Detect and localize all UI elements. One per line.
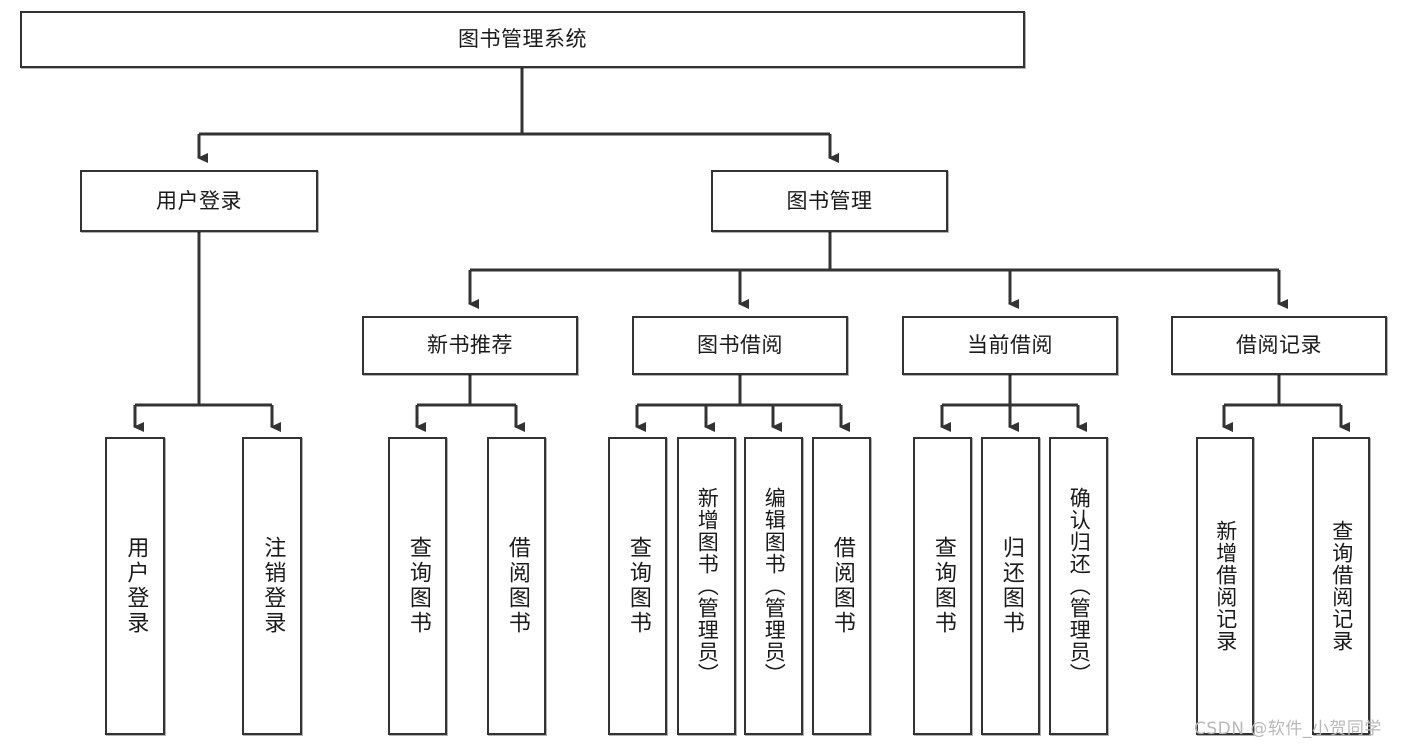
node-book-management[interactable]: 图书管理: [711, 170, 948, 232]
node-current-borrow[interactable]: 当前借阅: [902, 316, 1118, 375]
node-label: 编辑图书（管理员）: [762, 487, 787, 685]
leaf-new-book-borrow[interactable]: 借阅图书: [487, 437, 546, 735]
leaf-book-borrow-add-admin[interactable]: 新增图书（管理员）: [677, 437, 736, 735]
node-label: 当前借阅: [967, 333, 1053, 358]
node-label: 查询图书: [625, 536, 651, 636]
leaf-user-login-logout[interactable]: 注销登录: [242, 437, 302, 735]
node-label: 新书推荐: [427, 333, 513, 358]
leaf-book-borrow-query[interactable]: 查询图书: [608, 437, 667, 735]
node-label: 查询借阅记录: [1329, 520, 1354, 652]
node-label: 注销登录: [260, 536, 286, 636]
node-label: 图书借阅: [697, 333, 783, 358]
node-label: 确认归还（管理员）: [1067, 487, 1092, 685]
leaf-borrow-record-add[interactable]: 新增借阅记录: [1196, 437, 1254, 735]
leaf-current-borrow-return[interactable]: 归还图书: [981, 437, 1040, 735]
node-user-login[interactable]: 用户登录: [80, 170, 318, 232]
node-label: 借阅记录: [1236, 333, 1322, 358]
node-label: 借阅图书: [829, 536, 855, 636]
csdn-watermark: CSDN @软件_小贺同学: [1194, 719, 1382, 739]
leaf-book-borrow-borrow[interactable]: 借阅图书: [812, 437, 871, 735]
leaf-current-borrow-confirm-admin[interactable]: 确认归还（管理员）: [1049, 437, 1108, 735]
leaf-current-borrow-query[interactable]: 查询图书: [913, 437, 972, 735]
node-label: 图书管理系统: [458, 27, 587, 52]
node-borrow-record[interactable]: 借阅记录: [1171, 316, 1387, 375]
leaf-borrow-record-query[interactable]: 查询借阅记录: [1312, 437, 1370, 735]
node-label: 借阅图书: [504, 536, 530, 636]
node-label: 新增借阅记录: [1213, 520, 1238, 652]
node-label: 查询图书: [405, 536, 431, 636]
leaf-book-borrow-edit-admin[interactable]: 编辑图书（管理员）: [744, 437, 803, 735]
node-label: 新增图书（管理员）: [695, 487, 720, 685]
leaf-new-book-query[interactable]: 查询图书: [388, 437, 447, 735]
node-root-book-management-system[interactable]: 图书管理系统: [20, 11, 1025, 68]
node-label: 图书管理: [786, 188, 873, 213]
node-label: 用户登录: [156, 188, 242, 213]
node-label: 归还图书: [998, 536, 1024, 636]
node-label: 用户登录: [123, 536, 149, 636]
node-book-borrow[interactable]: 图书借阅: [632, 316, 848, 375]
node-new-book-recommend[interactable]: 新书推荐: [362, 316, 578, 375]
node-label: 查询图书: [930, 536, 956, 636]
leaf-user-login-login[interactable]: 用户登录: [105, 437, 165, 735]
